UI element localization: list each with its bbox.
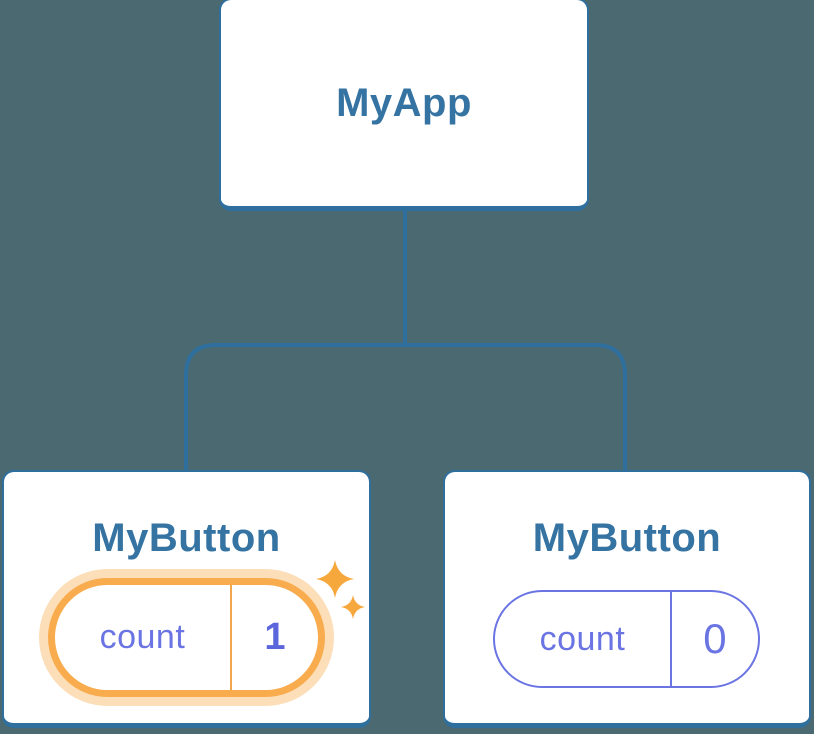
state-key-cell: count: [55, 585, 230, 690]
pill-divider: [229, 585, 232, 690]
state-value: 1: [264, 616, 286, 658]
pill-divider: [669, 592, 672, 686]
component-node-myapp: MyApp: [219, 0, 589, 211]
state-key-label: count: [99, 618, 186, 656]
component-node-mybutton-right: MyButton count 0: [443, 470, 811, 728]
state-value-cell: 1: [232, 585, 318, 690]
component-label: MyButton: [532, 516, 722, 560]
sparkle-icon: [316, 560, 365, 619]
state-key-cell: count: [495, 592, 670, 686]
component-label: MyApp: [336, 80, 472, 125]
state-value: 0: [703, 615, 727, 662]
component-node-mybutton-left: MyButton count 1: [2, 470, 371, 728]
state-key-label: count: [539, 619, 626, 658]
component-label: MyButton: [92, 516, 281, 560]
state-value-cell: 0: [672, 592, 758, 686]
state-pill-highlighted: count 1: [48, 578, 325, 697]
state-pill: count 0: [493, 590, 760, 688]
